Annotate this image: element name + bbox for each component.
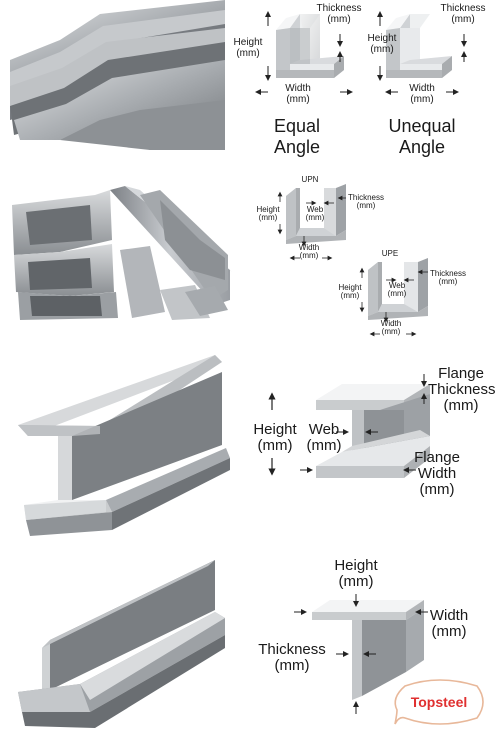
upn-height-label: Height (mm) (256, 205, 280, 223)
unequal-angle-height-label: Height (mm) (367, 33, 397, 55)
unequal-angle-width-label: Width (mm) (409, 83, 435, 105)
upn-width-label: Width (mm) (298, 243, 320, 261)
unequal-angle-thickness-label: Thickness (mm) (440, 3, 486, 25)
upe-title: UPE (381, 249, 399, 258)
equal-angle-width-label: Width (mm) (285, 83, 311, 105)
upn-thickness-label: Thickness (mm) (347, 193, 384, 211)
equal-angle-height-label: Height (mm) (233, 37, 263, 59)
brand-name: Topsteel (410, 694, 468, 710)
speech-bubble-logo (394, 679, 484, 725)
upe-height-label: Height (mm) (338, 283, 362, 301)
t-beam-thickness-label: Thickness (mm) (258, 641, 326, 674)
i-beam-flange-thickness-label: Flange Thickness (mm) (428, 365, 496, 414)
equal-angle-thickness-label: Thickness (mm) (316, 3, 362, 25)
i-beam-flange-width-label: Flange Width (mm) (414, 449, 460, 498)
upe-width-label: Width (mm) (380, 319, 402, 337)
t-beam-width-label: Width (mm) (429, 607, 469, 640)
upe-web-label: Web (mm) (387, 281, 407, 299)
upn-web-label: Web (mm) (305, 205, 325, 223)
i-beam-web-label: Web (mm) (306, 421, 342, 454)
equal-angle-title: Equal Angle (273, 116, 321, 157)
i-beam-height-label: Height (mm) (253, 421, 297, 454)
upe-thickness-label: Thickness (mm) (429, 269, 466, 287)
unequal-angle-title: Unequal Angle (388, 116, 456, 157)
t-beam-height-label: Height (mm) (334, 557, 378, 590)
upn-title: UPN (301, 175, 319, 184)
